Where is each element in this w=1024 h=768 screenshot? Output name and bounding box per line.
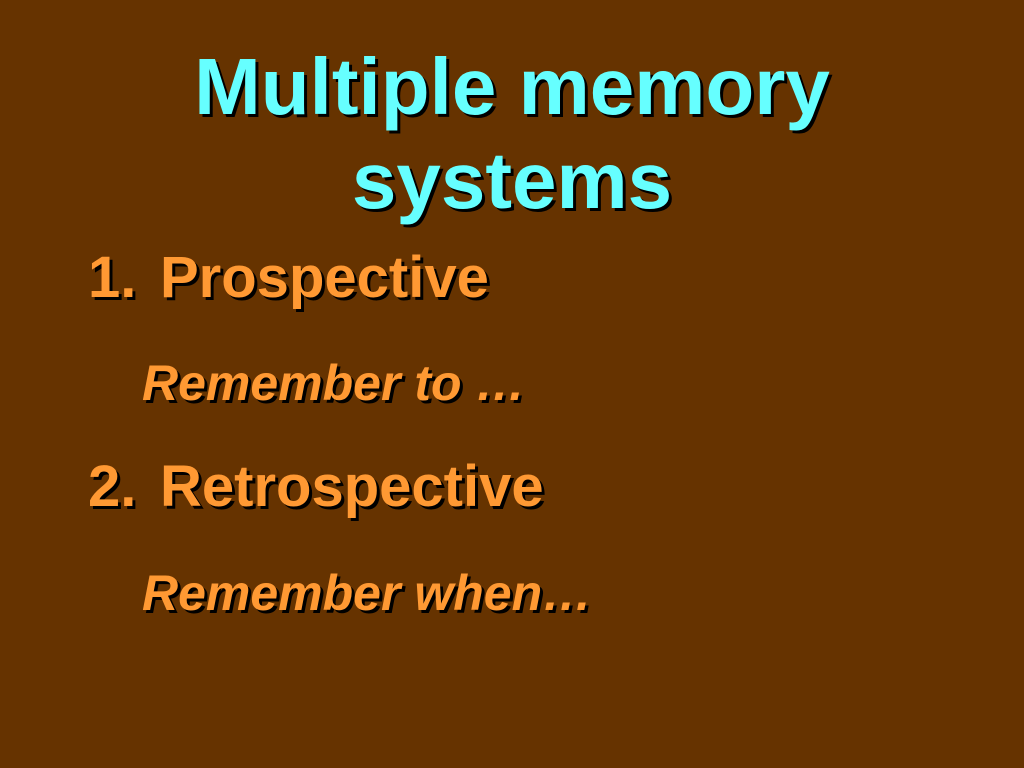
list-item-label: Retrospective [160, 454, 544, 519]
list-item-retrospective: 2. Retrospective [88, 455, 544, 519]
slide-title-line-2: systems [351, 136, 673, 225]
list-item-number: 1. [88, 245, 137, 310]
slide-title-line-1: Multiple memory [194, 42, 830, 131]
list-item-label: Prospective [160, 245, 489, 310]
list-item-number: 2. [88, 454, 137, 519]
list-item-subtext: Remember when… [142, 565, 593, 621]
list-item-prospective: 1. Prospective [88, 246, 489, 310]
slide-title: Multiple memory systems [0, 40, 1024, 228]
list-item-subtext: Remember to … [142, 355, 526, 411]
